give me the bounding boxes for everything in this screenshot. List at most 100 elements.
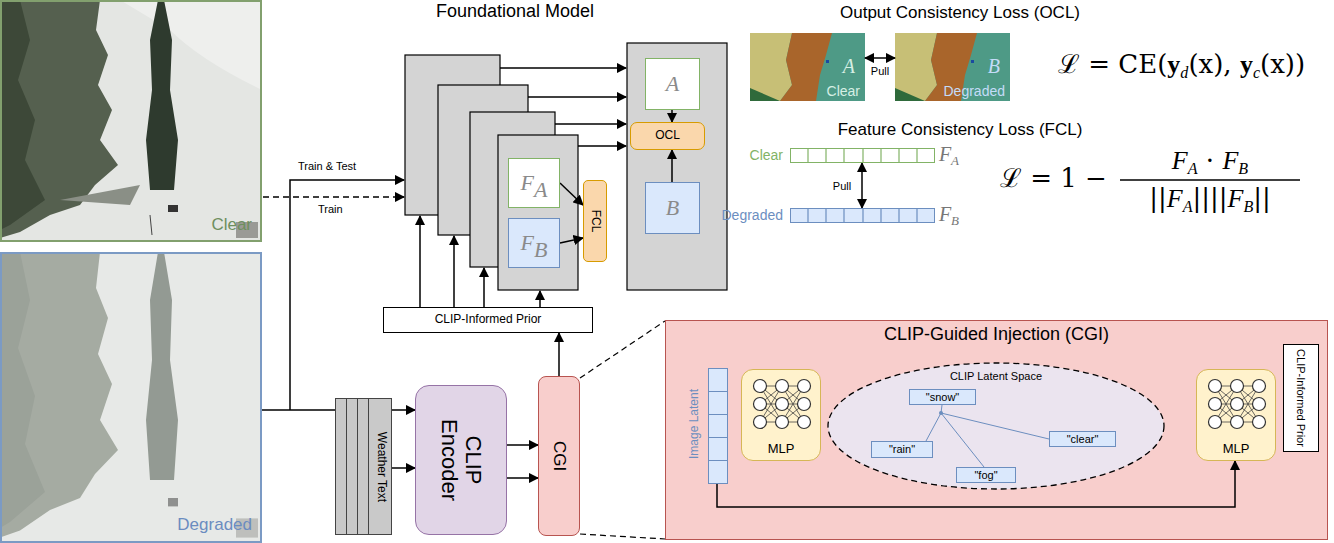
node-label: "rain": [889, 443, 915, 455]
arrow-connector: [507, 477, 538, 479]
formula-part: F: [1172, 147, 1188, 176]
network-icon: [1231, 416, 1244, 429]
latent-ellipse: [941, 413, 984, 467]
text-holder: OCL: [631, 123, 704, 149]
mlp-box: MLP: [741, 369, 821, 461]
formula-part: A: [1183, 198, 1193, 216]
formula-part: F: [1222, 147, 1238, 176]
vector-cells: [790, 148, 935, 163]
network-icon: [776, 380, 789, 393]
prompt-box: "fog": [956, 467, 1016, 483]
segmentation-degraded: [895, 33, 1010, 101]
feature-box: FA: [508, 158, 560, 208]
node-label: A: [534, 178, 547, 202]
node-label: FCL: [588, 186, 601, 256]
clear-photo: [168, 205, 178, 212]
text-holder: FA: [509, 159, 559, 207]
node-label: CLIP Latent Space: [826, 370, 1166, 382]
prompt-box: "clear": [1049, 431, 1116, 447]
node-label: Clear: [750, 148, 783, 163]
vector-cells: [808, 148, 917, 163]
stack-edge: [368, 399, 369, 534]
formula-part: y: [1167, 51, 1180, 80]
network-icon: [742, 372, 822, 438]
wires: [419, 216, 421, 307]
vector-cells: [862, 148, 863, 163]
prior-box: CLIP-Informed Prior: [1283, 344, 1319, 452]
vector-cells: [843, 148, 844, 163]
network-icon: [1209, 416, 1222, 429]
network-icon: [1197, 372, 1277, 438]
node-label: F: [939, 203, 951, 225]
formula-part: F: [1228, 185, 1244, 214]
formula-part: ℒ = 1 −: [1000, 164, 1107, 193]
wires: [290, 180, 404, 410]
vector-cells: [880, 208, 881, 223]
injection-box: CGI: [538, 376, 580, 536]
feature-vector: DegradedFB: [790, 208, 935, 223]
photo-panel: Degraded: [0, 252, 262, 543]
node-label: CGI: [550, 396, 569, 516]
formula-part: ||||: [1192, 184, 1227, 213]
formula-part: (x)): [1260, 50, 1305, 79]
latent-ellipse: [926, 413, 941, 441]
formula: ℒ = 1 −: [1000, 164, 1107, 193]
text-label: Feature Consistency Loss (FCL): [838, 121, 1083, 140]
node-label: A: [951, 154, 959, 168]
node-label: B: [534, 238, 547, 262]
node-label: Degraded: [722, 208, 784, 223]
latent-ellipse: [941, 413, 1049, 439]
clear-photo: [0, 0, 262, 242]
prompt-box: "snow": [909, 389, 976, 405]
segmentation-clear: [750, 33, 865, 101]
segmentation-clear: [750, 33, 865, 101]
vector-cells: [825, 208, 826, 223]
clear-photo: [120, 0, 262, 90]
formula: FA · FB: [1172, 146, 1248, 176]
network-icon: [754, 398, 767, 411]
vector-cell: [708, 414, 728, 438]
vector-cells: [843, 208, 844, 223]
text-holder: A: [646, 59, 699, 109]
text-label: Train & Test: [298, 160, 356, 172]
text-holder: "fog": [957, 468, 1015, 482]
text-holder: "clear": [1050, 432, 1115, 446]
clear-photo: [0, 0, 45, 230]
wires: [539, 291, 541, 307]
clear-photo: [60, 185, 140, 205]
loss-box: FCL: [583, 180, 607, 262]
formula-part: y: [1240, 51, 1253, 80]
node-label: F: [521, 171, 534, 195]
formula-part: d: [1180, 64, 1188, 82]
node-label: B: [666, 196, 679, 220]
wires: [483, 268, 485, 307]
formula-part: ||: [1149, 184, 1167, 213]
network-icon: [754, 416, 767, 429]
text-holder: FB: [509, 219, 559, 267]
network-icon: [1253, 416, 1266, 429]
node-label: MLP: [742, 442, 820, 456]
vector-cells: [790, 148, 935, 223]
wires: [528, 96, 626, 98]
text-holder: "rain": [872, 442, 932, 457]
network-icon: [776, 416, 789, 429]
feature-vector: ClearFA: [790, 148, 935, 163]
segmentation-map: BDegraded: [895, 33, 1010, 101]
latent-ellipse: [939, 411, 943, 415]
text-label: Foundational Model: [436, 2, 594, 22]
node-label: F: [939, 143, 951, 165]
network-icon: [776, 398, 789, 411]
node-label: "snow": [926, 391, 960, 403]
module-panel: CLIP-Guided Injection (CGI)Image LatentM…: [665, 320, 1328, 540]
stack-edge: [357, 399, 358, 534]
node-label: Clear: [211, 216, 252, 235]
encoder-layers: [498, 135, 578, 290]
node-label: A: [666, 72, 679, 96]
vector-cells: [898, 208, 899, 223]
network-icon: [754, 380, 767, 393]
segmentation-clear: [750, 88, 780, 101]
arrow-connector: [671, 150, 673, 182]
node-label: Degraded: [177, 516, 252, 535]
degraded-photo: [0, 252, 262, 543]
loss-box: OCL: [630, 122, 705, 150]
